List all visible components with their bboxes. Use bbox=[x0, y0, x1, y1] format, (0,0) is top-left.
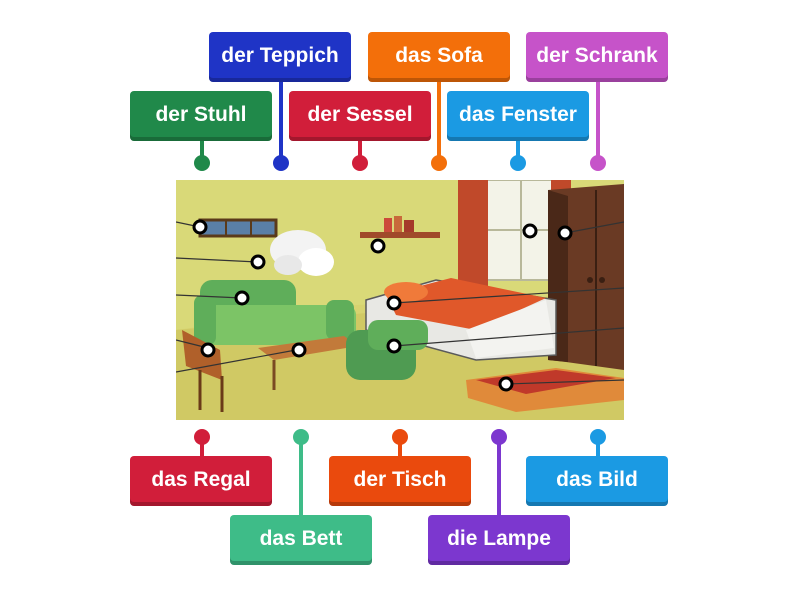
marker-icon bbox=[498, 376, 514, 392]
marker-icon bbox=[370, 238, 386, 254]
pin-stem-skyblue bbox=[596, 437, 600, 459]
window-left-icon bbox=[198, 218, 278, 238]
pin-dot-purple[interactable] bbox=[590, 155, 606, 171]
pin-dot-orange[interactable] bbox=[431, 155, 447, 171]
bedroom-illustration bbox=[175, 179, 625, 420]
label-der-teppich[interactable]: der Teppich bbox=[209, 32, 351, 82]
pin-stem-redorange bbox=[398, 437, 402, 459]
pin-stem-red bbox=[358, 141, 362, 163]
pin-stem-blue bbox=[279, 82, 283, 162]
label-das-sofa[interactable]: das Sofa bbox=[368, 32, 510, 82]
pin-dot-red[interactable] bbox=[352, 155, 368, 171]
marker-icon bbox=[291, 342, 307, 358]
pin-dot-blue[interactable] bbox=[273, 155, 289, 171]
pin-stem-lightblue bbox=[516, 141, 520, 163]
label-das-bett[interactable]: das Bett bbox=[230, 515, 372, 565]
label-das-bild[interactable]: das Bild bbox=[526, 456, 668, 506]
marker-icon bbox=[557, 225, 573, 241]
marker-icon bbox=[200, 342, 216, 358]
label-das-fenster[interactable]: das Fenster bbox=[447, 91, 589, 141]
pin-stem-orange bbox=[437, 82, 441, 162]
marker-icon bbox=[234, 290, 250, 306]
pin-stem-green bbox=[200, 141, 204, 163]
label-der-stuhl[interactable]: der Stuhl bbox=[130, 91, 272, 141]
label-die-lampe[interactable]: die Lampe bbox=[428, 515, 570, 565]
label-der-schrank[interactable]: der Schrank bbox=[526, 32, 668, 82]
label-der-sessel[interactable]: der Sessel bbox=[289, 91, 431, 141]
pin-stem-violet bbox=[497, 437, 501, 519]
label-der-tisch[interactable]: der Tisch bbox=[329, 456, 471, 506]
pin-stem-crimson bbox=[200, 437, 204, 459]
label-das-regal[interactable]: das Regal bbox=[130, 456, 272, 506]
pin-stem-purple bbox=[596, 82, 600, 162]
marker-icon bbox=[386, 338, 402, 354]
marker-icon bbox=[192, 219, 208, 235]
pin-stem-teal bbox=[299, 437, 303, 519]
marker-icon bbox=[386, 295, 402, 311]
chair-icon bbox=[182, 330, 224, 412]
marker-icon bbox=[522, 223, 538, 239]
lamp-icon bbox=[270, 230, 334, 276]
marker-icon bbox=[250, 254, 266, 270]
shelf-icon bbox=[360, 216, 440, 238]
pin-dot-green[interactable] bbox=[194, 155, 210, 171]
pin-dot-lightblue[interactable] bbox=[510, 155, 526, 171]
wardrobe-icon bbox=[548, 184, 624, 370]
